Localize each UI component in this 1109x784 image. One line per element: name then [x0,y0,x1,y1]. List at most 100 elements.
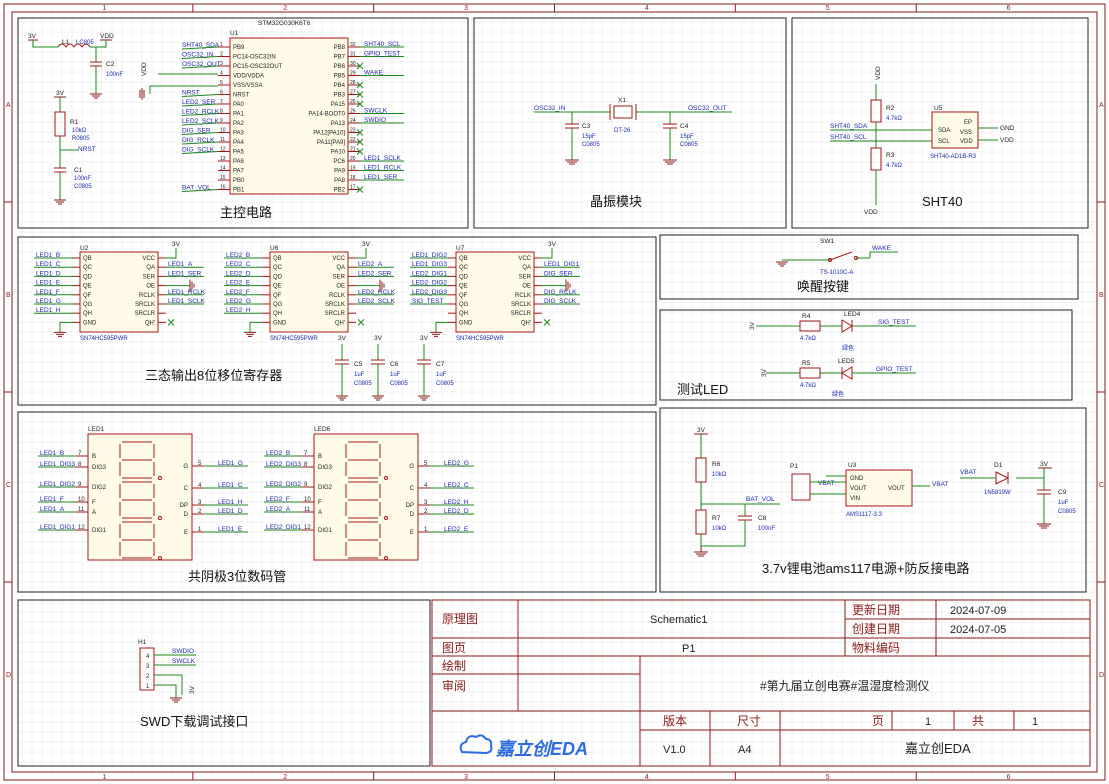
seg-left-net: LED1_DIG2 [40,481,75,488]
shift-pin: QE [83,284,92,290]
seg-right-net: LED1_C [218,482,243,489]
mcu-net-label: NRST [182,90,200,97]
sht-sda-label: SHT40_SDA [830,123,868,130]
shift-in-net: SIG_TEST [412,298,443,305]
sht-gnd: GND [1000,125,1015,132]
r2-val: 4.7kΩ [886,116,902,122]
tb-pg-key: 页 [872,714,884,728]
seg-pin-num: 1 [424,527,428,533]
shift-pin: QH' [335,320,345,326]
shift-pin: QB [273,256,282,262]
panel-title-sht40: SHT40 [922,194,962,209]
u3-pin-vout: VOUT [850,486,867,492]
frame-row-label: D [6,672,11,679]
shift-pin: SER [143,274,156,280]
tl-3v-a: 3V [749,321,756,330]
shift-in-net: LED2_DIG3 [412,289,447,296]
mcu-pin-name: PB6 [334,64,346,70]
resistor-r3 [870,147,882,171]
sht-pin-scl: SCL [938,139,950,145]
testled-section: 3V R4 4.7kΩ LED4 绿色 SIG_TEST 3V R5 4.7kΩ… [749,311,916,398]
shift-pin: QA [336,265,345,271]
seg-pin-num: 11 [304,507,311,513]
tb-page-value: P1 [682,643,695,655]
shift-pin: QA [522,265,531,271]
shift-register-u2: U2SN74HC595PWRQBQCQDQEQFQGQHGNDLED1_BLED… [34,241,206,342]
u3-vout-right: VOUT [888,486,905,492]
mcu-pin-name: PA6 [233,159,245,165]
shift-ref: U7 [456,245,465,252]
mcu-pin-num: 5 [220,80,223,86]
mcu-pin-name: PC14-OSC32IN [233,55,276,61]
frame-row-label: A [6,102,11,109]
shift-pin: QG [273,302,283,308]
mcu-pin-num: 28 [350,80,356,86]
frame-col-label: 1 [102,774,106,781]
shift-pin: SRCLK [135,302,155,308]
panel-swd [17,599,431,767]
shift-in-net: LED2_E [226,280,251,287]
seg-pin-num: 4 [198,483,202,489]
seg-right-net: LED1_E [218,526,243,533]
resistor-r2 [870,99,882,123]
shift-out-net: LED1_SER [168,270,202,277]
panel-main [17,17,469,229]
sw1-ref: SW1 [820,238,834,245]
panel-title-swd: SWD下载调试接口 [140,714,248,729]
seg-pin-num: 10 [78,497,85,503]
swclk-net: SWCLK [172,658,196,665]
c9-val: 1uF [1058,500,1069,506]
r5-val: 4.7kΩ [800,383,816,389]
mcu-net-label: GPIO_TEST [364,51,401,58]
seg-ref: LED1 [88,426,105,433]
frame-row-label: B [6,292,11,299]
r4-val: 4.7kΩ [800,336,816,342]
u3-ref: U3 [848,462,857,469]
seg-pin-num: 2 [424,509,428,515]
resistor-r1 [54,111,66,137]
shift-in-net: LED1_DIG2 [412,252,447,259]
mcu-pin-name: PB8 [334,45,346,51]
shift-pin: QF [273,293,282,299]
frame-col-label: 6 [1007,774,1011,781]
mcu-pin-name: NRST [233,93,250,99]
shift-out-net: LED1_RCLK [168,289,206,296]
p1-ref: P1 [790,463,798,470]
seg-pin: G [409,464,414,470]
tb-update-value: 2024-07-09 [950,605,1006,617]
inductor-l1 [57,43,91,48]
shift-out-net: LED1_DIG1 [544,261,579,268]
seg-pin: F [92,500,96,506]
frame-col-label: 2 [283,5,287,12]
seven-seg-led6: LED6B7LED2_BDIG38LED2_DIG3DIG29LED2_DIG2… [264,426,474,561]
mcu-pin-num: 32 [350,42,356,48]
seg-pin-num: 8 [78,462,82,468]
seg-pin: E [410,530,414,536]
panel-title-seg: 共阴极3位数码管 [188,569,286,584]
seg-right-net: LED1_G [218,460,243,467]
shift-pin: SRCLK [511,302,531,308]
shift-pin: QD [273,274,283,280]
seg-pin: D [184,512,189,518]
shift-pin: GND [83,320,97,326]
main-vdd-label: VDD [100,33,114,40]
seg-pin: DIG3 [318,465,333,471]
seg-pin-num: 12 [78,525,85,531]
gpio-test-net: GPIO_TEST [876,366,913,373]
frame-row-label: C [6,482,11,489]
frame-col-label: 5 [826,774,830,781]
shift-pin: SRCLK [325,302,345,308]
r5-ref: R5 [802,360,811,367]
frame-row-label: D [1099,672,1104,679]
seg-pin-num: 11 [78,507,85,513]
c1-ref: C1 [74,167,83,174]
sht-pin-vdd: VDD [960,139,973,145]
mcu-pin-name: PA1 [233,112,245,118]
mcu-pin-num: 11 [220,137,225,143]
shift-pin: SRCLR [511,311,532,317]
frame-col-label: 3 [464,774,468,781]
seg-left-net: LED1_B [40,450,64,457]
r2-ref: R2 [886,105,895,112]
c8-val: 100nF [758,526,775,532]
